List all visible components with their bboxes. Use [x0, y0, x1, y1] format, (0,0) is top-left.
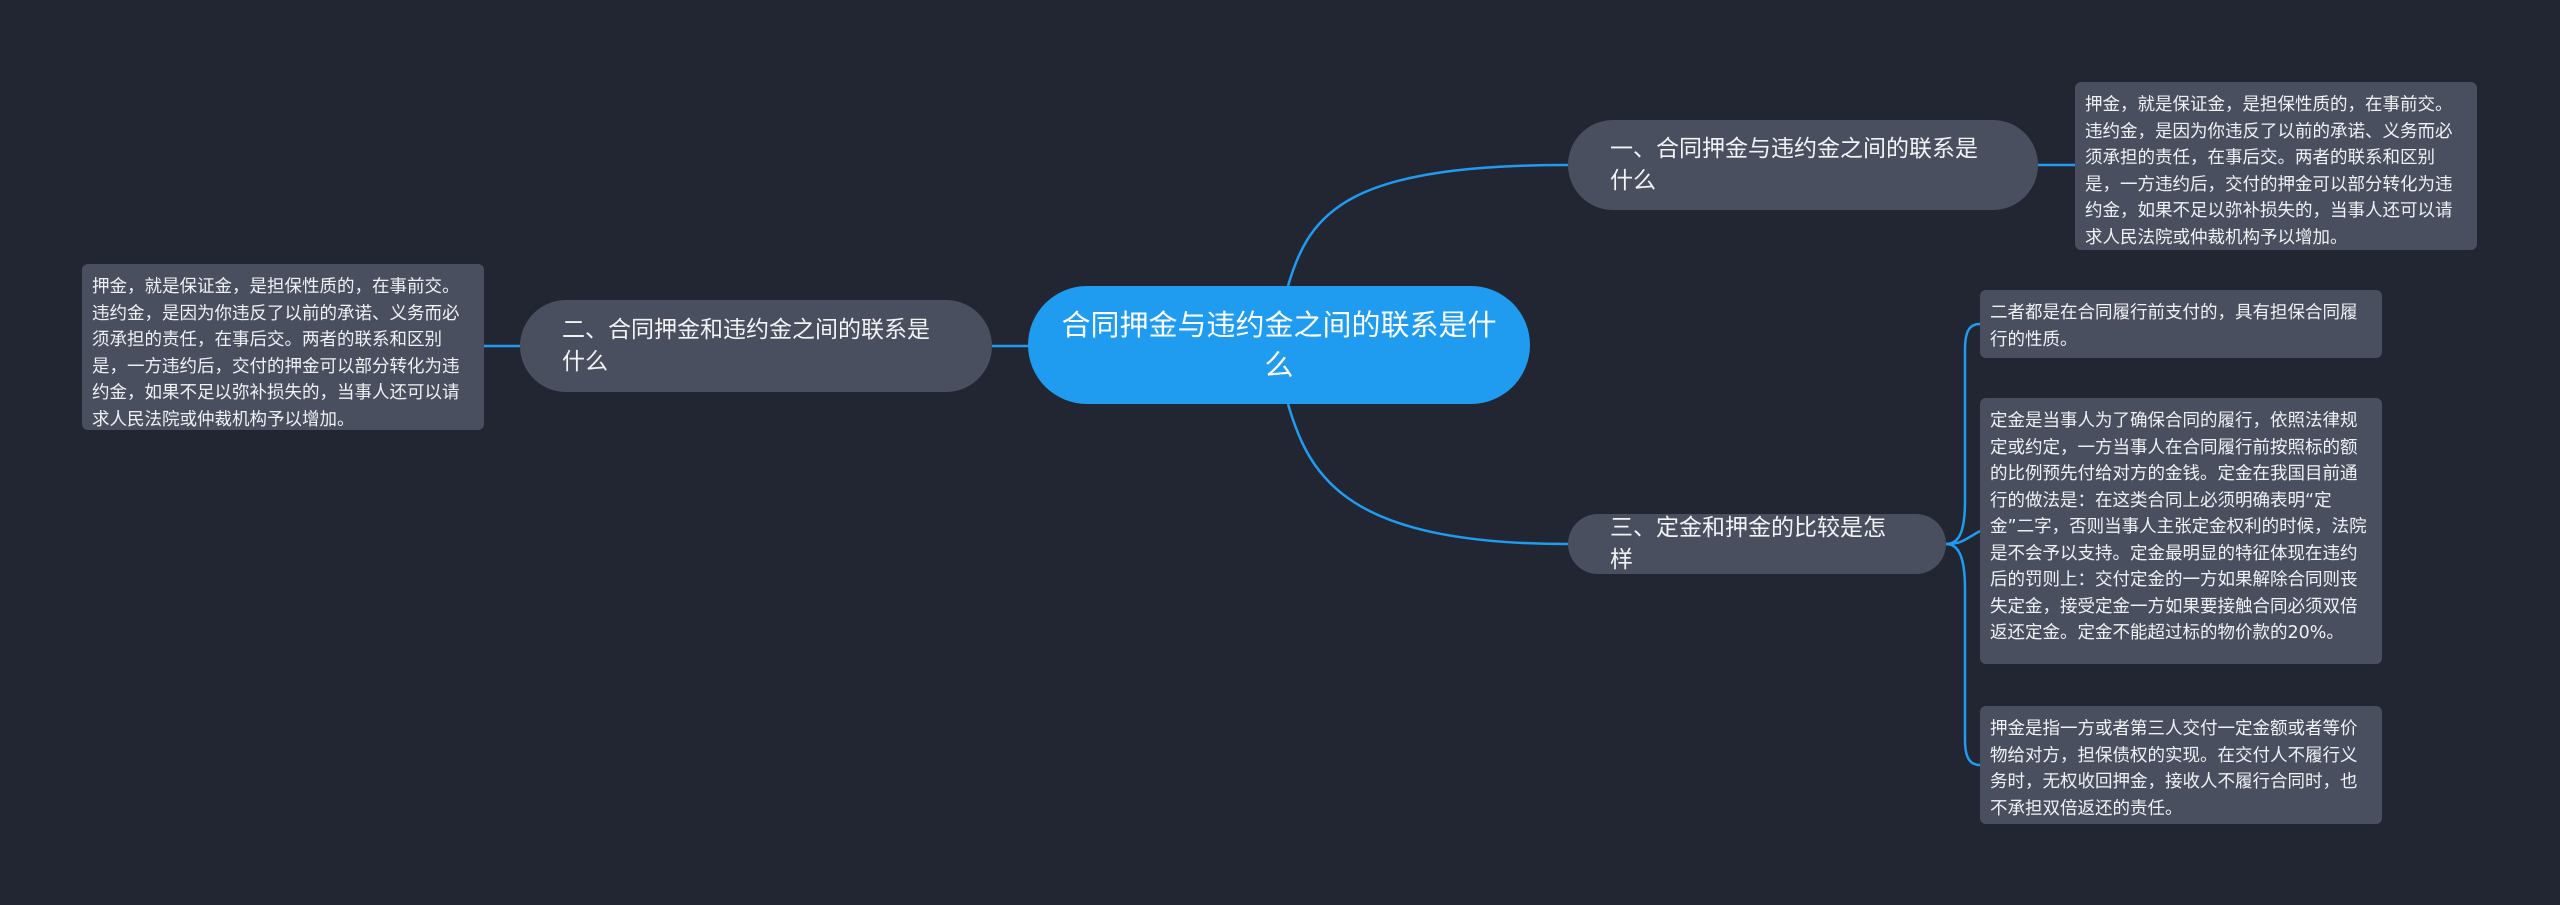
branch-topic-2[interactable]: 二、合同押金和违约金之间的联系是什么	[520, 300, 992, 392]
leaf-note-text: 押金，就是保证金，是担保性质的，在事前交。违约金，是因为你违反了以前的承诺、义务…	[92, 277, 460, 430]
connector-root-branch-3	[1286, 403, 1569, 546]
leaf-note-branch-3-c[interactable]: 押金是指一方或者第三人交付一定金额或者等价物给对方，担保债权的实现。在交付人不履…	[1980, 706, 2382, 824]
root-topic[interactable]: 合同押金与违约金之间的联系是什么	[1028, 286, 1530, 404]
branch-topic-label: 二、合同押金和违约金之间的联系是什么	[562, 317, 930, 375]
root-topic-label: 合同押金与违约金之间的联系是什么	[1061, 308, 1497, 382]
branch-topic-1[interactable]: 一、合同押金与违约金之间的联系是什么	[1568, 120, 2038, 210]
branch-topic-3[interactable]: 三、定金和押金的比较是怎样	[1568, 514, 1946, 574]
leaf-note-branch-1[interactable]: 押金，就是保证金，是担保性质的，在事前交。违约金，是因为你违反了以前的承诺、义务…	[2075, 82, 2477, 250]
branch-topic-label: 一、合同押金与违约金之间的联系是什么	[1610, 136, 1978, 194]
connector-root-branch-1	[1286, 163, 1569, 287]
leaf-note-branch-3-b[interactable]: 定金是当事人为了确保合同的履行，依照法律规定或约定，一方当事人在合同履行前按照标…	[1980, 398, 2382, 664]
connector-branch-3-leaf-1	[1945, 322, 1981, 546]
leaf-note-text: 押金是指一方或者第三人交付一定金额或者等价物给对方，担保债权的实现。在交付人不履…	[1990, 719, 2358, 819]
leaf-note-text: 押金，就是保证金，是担保性质的，在事前交。违约金，是因为你违反了以前的承诺、义务…	[2085, 95, 2453, 248]
leaf-note-branch-3-a[interactable]: 二者都是在合同履行前支付的，具有担保合同履行的性质。	[1980, 290, 2382, 358]
branch-topic-label: 三、定金和押金的比较是怎样	[1610, 515, 1886, 573]
leaf-note-text: 定金是当事人为了确保合同的履行，依照法律规定或约定，一方当事人在合同履行前按照标…	[1990, 411, 2367, 643]
leaf-note-branch-2[interactable]: 押金，就是保证金，是担保性质的，在事前交。违约金，是因为你违反了以前的承诺、义务…	[82, 264, 484, 430]
leaf-note-text: 二者都是在合同履行前支付的，具有担保合同履行的性质。	[1990, 303, 2358, 350]
connector-branch-3-leaf-3	[1945, 542, 1981, 767]
